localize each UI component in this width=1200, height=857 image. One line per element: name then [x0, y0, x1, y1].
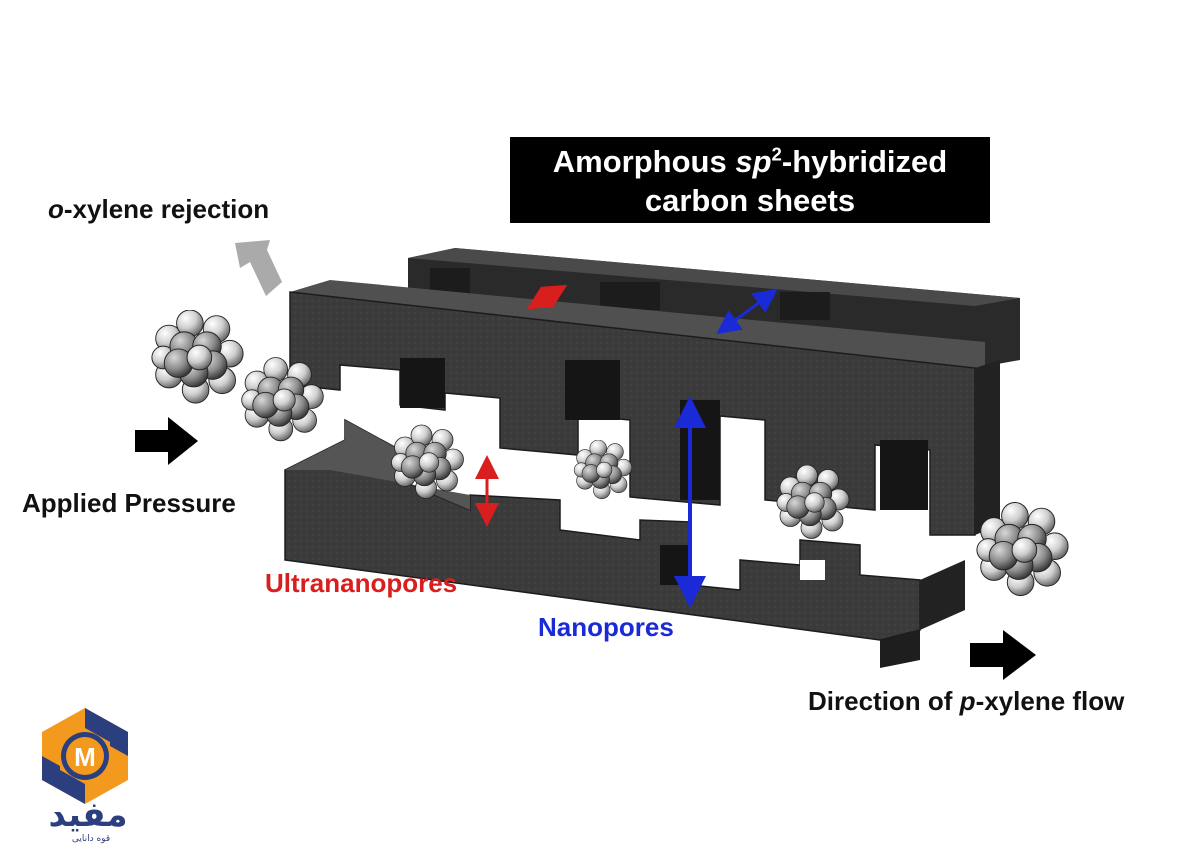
- ultrananopore-arrow-top: [526, 284, 568, 310]
- label-o-xylene-rejection: o-xylene rejection: [48, 196, 269, 222]
- rejection-arrow: [235, 240, 282, 296]
- title-sp: sp: [735, 144, 772, 179]
- flow-p: p: [959, 686, 976, 716]
- xylene-molecule: [573, 440, 633, 500]
- rejection-o: o: [48, 194, 64, 224]
- logo-word: مفید: [48, 795, 128, 835]
- label-ultrananopores: Ultrananopores: [265, 568, 458, 598]
- logo-tagline: قوه دانايى: [71, 834, 111, 844]
- title-box: Amorphous sp2-hybridized carbon sheets: [510, 137, 990, 223]
- logo-letter: M: [74, 742, 96, 772]
- nanopore-arrow-top: [716, 288, 778, 335]
- title-suffix: -hybridized: [781, 144, 948, 179]
- title-prefix: Amorphous: [552, 144, 736, 179]
- title-line2: carbon sheets: [644, 182, 856, 218]
- label-nanopores: Nanopores: [538, 612, 674, 642]
- flow-prefix: Direction of: [808, 686, 960, 716]
- label-applied-pressure: Applied Pressure: [22, 488, 236, 518]
- flow-suffix: -xylene flow: [975, 686, 1125, 716]
- applied-pressure-arrow: [135, 417, 198, 465]
- logo-mark: M: [42, 708, 128, 804]
- rejection-text: -xylene rejection: [63, 194, 270, 224]
- label-p-xylene-flow: Direction of p-xylene flow: [808, 688, 1124, 714]
- p-xylene-flow-arrow: [970, 630, 1036, 680]
- xylene-molecule: [151, 310, 244, 404]
- title-sup: 2: [771, 143, 782, 165]
